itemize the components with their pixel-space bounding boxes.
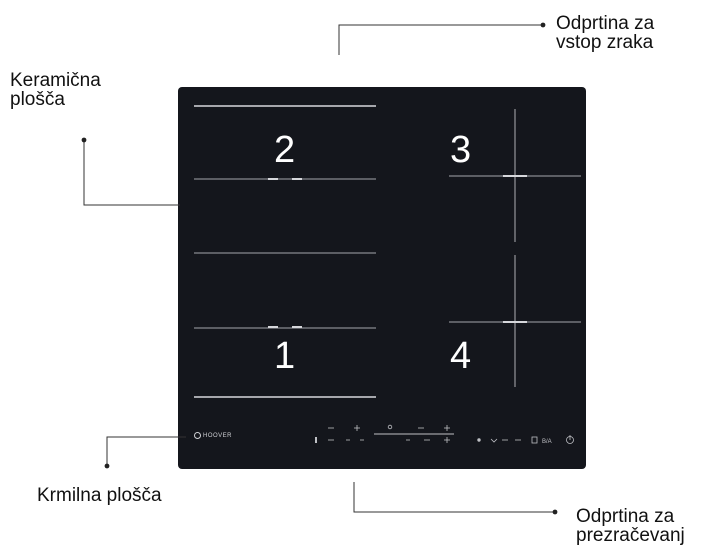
air-intake-dot xyxy=(540,22,546,28)
brand-logo-text: HOOVER xyxy=(203,433,233,440)
control-panel-leader xyxy=(106,436,186,466)
ceramic-plate-label-line2: plošča xyxy=(10,89,65,110)
brand-logo: HOOVER xyxy=(194,432,232,439)
control-panel-label-line1: Krmilna plošča xyxy=(37,485,162,506)
timer-key[interactable] xyxy=(387,424,393,430)
ceramic-plate-leader xyxy=(83,140,180,206)
boost-key[interactable]: B/A xyxy=(542,439,552,445)
ventilation-leader xyxy=(353,482,555,513)
ceramic-plate-label-line1: Keramična xyxy=(10,70,101,91)
control-panel-label: Krmilna plošča xyxy=(37,486,162,505)
brand-logo-icon xyxy=(194,432,201,439)
air-intake-label-line2: vstop zraka xyxy=(556,32,654,53)
touch-control-panel[interactable]: B/A xyxy=(315,424,574,445)
control-panel-dot xyxy=(104,463,110,469)
ceramic-plate-label: Keramična plošča xyxy=(10,71,101,109)
zone-selector-2[interactable] xyxy=(490,438,498,443)
ventilation-label-line1: Odprtina za xyxy=(576,506,675,527)
ventilation-dot xyxy=(552,509,558,515)
ventilation-label-line2: prezračevanj xyxy=(576,525,685,546)
ceramic-plate-dot xyxy=(81,137,87,143)
power-indicator xyxy=(315,437,317,443)
zone-number-3: 3 xyxy=(450,129,472,171)
zone-number-2: 2 xyxy=(274,129,296,171)
zone-number-4: 4 xyxy=(450,335,472,377)
lock-key[interactable] xyxy=(531,436,538,444)
air-intake-label: Odprtina za vstop zraka xyxy=(556,14,654,52)
air-intake-label-line1: Odprtina za xyxy=(556,13,655,34)
hob-markings: B/A xyxy=(194,105,581,445)
ventilation-label: Odprtina za prezračevanj xyxy=(576,507,685,545)
zone-selector-1[interactable] xyxy=(477,438,481,442)
zone-number-1: 1 xyxy=(274,335,296,377)
air-intake-leader xyxy=(338,24,543,55)
ceramic-hob: B/A 2 3 1 4 HOOVER xyxy=(178,87,586,469)
